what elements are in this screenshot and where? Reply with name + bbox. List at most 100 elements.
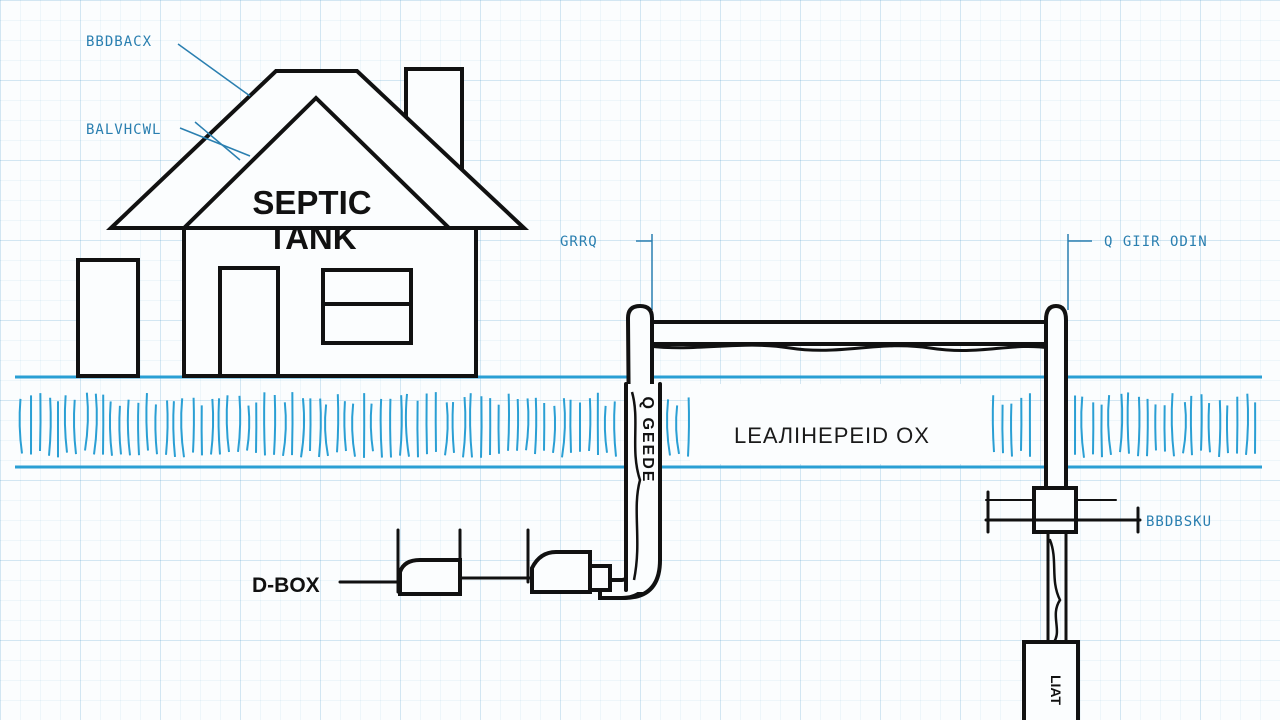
grass-blade <box>1207 403 1211 453</box>
grass-blade <box>1245 393 1250 455</box>
grass-blade <box>1001 404 1004 454</box>
grass-blade <box>1182 402 1187 454</box>
grass-blade <box>72 399 77 455</box>
grass-blade <box>324 404 329 457</box>
grass-blade <box>379 398 383 458</box>
grass-blade <box>192 397 195 453</box>
top-pipe <box>638 320 1056 346</box>
grass-blade <box>273 394 277 455</box>
grass-blade <box>1080 396 1085 458</box>
grass-blade <box>126 399 131 456</box>
grass-blade <box>108 401 113 456</box>
grass-blade <box>48 397 52 456</box>
grass-blade <box>569 399 572 453</box>
label-dbox: D-BOX <box>252 574 320 597</box>
grass-blade <box>93 393 98 455</box>
grass-blade <box>63 395 68 453</box>
pipe-system <box>338 303 1142 720</box>
cleanout-box <box>1032 486 1078 534</box>
window <box>321 268 413 345</box>
house-label-septic: SEPTIC <box>252 184 371 221</box>
grass-blade <box>1137 396 1141 457</box>
grass-blade <box>291 392 294 456</box>
grass-blade <box>210 398 215 455</box>
grass-blade <box>1126 392 1130 454</box>
grass-blade <box>416 400 419 458</box>
grass-blade <box>118 405 122 455</box>
grass-blade <box>991 395 995 453</box>
label-pipe-vertical: Q GEEDE <box>639 397 656 484</box>
grass-blade <box>444 402 449 456</box>
leach-field-box <box>690 384 990 464</box>
grass-blade <box>507 393 511 451</box>
grass-blade <box>525 398 530 451</box>
grass-blade <box>1010 403 1013 457</box>
grass-blade <box>666 399 671 456</box>
grass-blade <box>552 405 557 454</box>
grass-blade <box>1119 393 1124 453</box>
label-leach-field: LEAЛIHEPEID OX <box>734 423 930 448</box>
grass-blade <box>469 393 473 458</box>
grass-blade <box>516 398 520 451</box>
grass-blade <box>282 402 287 457</box>
grass-blade <box>425 393 428 455</box>
grass-blade <box>1225 405 1229 454</box>
grass-strokes <box>18 392 1257 458</box>
grass-blade <box>451 401 455 453</box>
grass-blade <box>1189 395 1193 456</box>
grass-blade <box>1146 398 1149 457</box>
label-valve: BALVHCWL <box>86 122 161 138</box>
label-cleanout: BBDBSKU <box>1146 514 1212 530</box>
house <box>76 67 530 378</box>
grass-blade <box>1170 393 1175 457</box>
grass-blade <box>1154 404 1157 451</box>
bottom-tank <box>1022 640 1080 720</box>
label-grade-right: Q GIIR ODIN <box>1104 234 1208 250</box>
grass-blade <box>534 397 538 455</box>
grass-blade <box>336 394 340 453</box>
house-label-tank: TANK <box>267 219 356 256</box>
grass-blade <box>217 398 221 455</box>
grass-blade <box>165 400 169 455</box>
grass-blade <box>1107 395 1112 456</box>
grass-blade <box>343 401 347 452</box>
grass-blade <box>180 398 185 458</box>
grass-blade <box>309 398 312 452</box>
grass-blade <box>300 398 306 458</box>
grass-blade <box>389 398 392 458</box>
door <box>218 266 280 378</box>
grass-blade <box>172 401 176 458</box>
grass-blade <box>246 405 251 451</box>
grass-blade <box>675 405 680 455</box>
label-backflow: BBDBACX <box>86 34 152 50</box>
grass-blade <box>145 393 149 451</box>
grass-blade <box>462 396 467 458</box>
label-grade-left: GRRQ <box>560 234 598 250</box>
ground-band <box>15 375 1262 469</box>
grass-blade <box>154 404 158 455</box>
grass-blade <box>1200 394 1203 451</box>
right-vertical-pipe <box>1044 303 1068 490</box>
grass-blade <box>369 403 374 452</box>
grass-blade <box>84 392 89 451</box>
grass-blade <box>263 392 266 456</box>
grass-blade <box>137 402 140 456</box>
grass-blade <box>39 393 42 451</box>
grass-blade <box>237 395 242 452</box>
grass-blade <box>1218 400 1222 458</box>
label-tank-bottom: LIAT <box>1048 675 1064 706</box>
grass-blade <box>399 395 403 456</box>
grass-blade <box>687 397 690 457</box>
grass-blade <box>351 403 356 457</box>
grass-blade <box>225 395 230 453</box>
grass-blade <box>1163 405 1166 452</box>
grass-blade <box>613 401 617 457</box>
grass-blade <box>588 398 592 452</box>
annotation-leaders <box>177 43 1092 310</box>
grass-blade <box>318 398 322 458</box>
dbox-fitting <box>398 558 462 596</box>
garage-wall <box>76 258 140 378</box>
grass-blade <box>480 396 483 458</box>
pipe-fitting <box>530 550 592 594</box>
grass-blade <box>561 398 566 458</box>
